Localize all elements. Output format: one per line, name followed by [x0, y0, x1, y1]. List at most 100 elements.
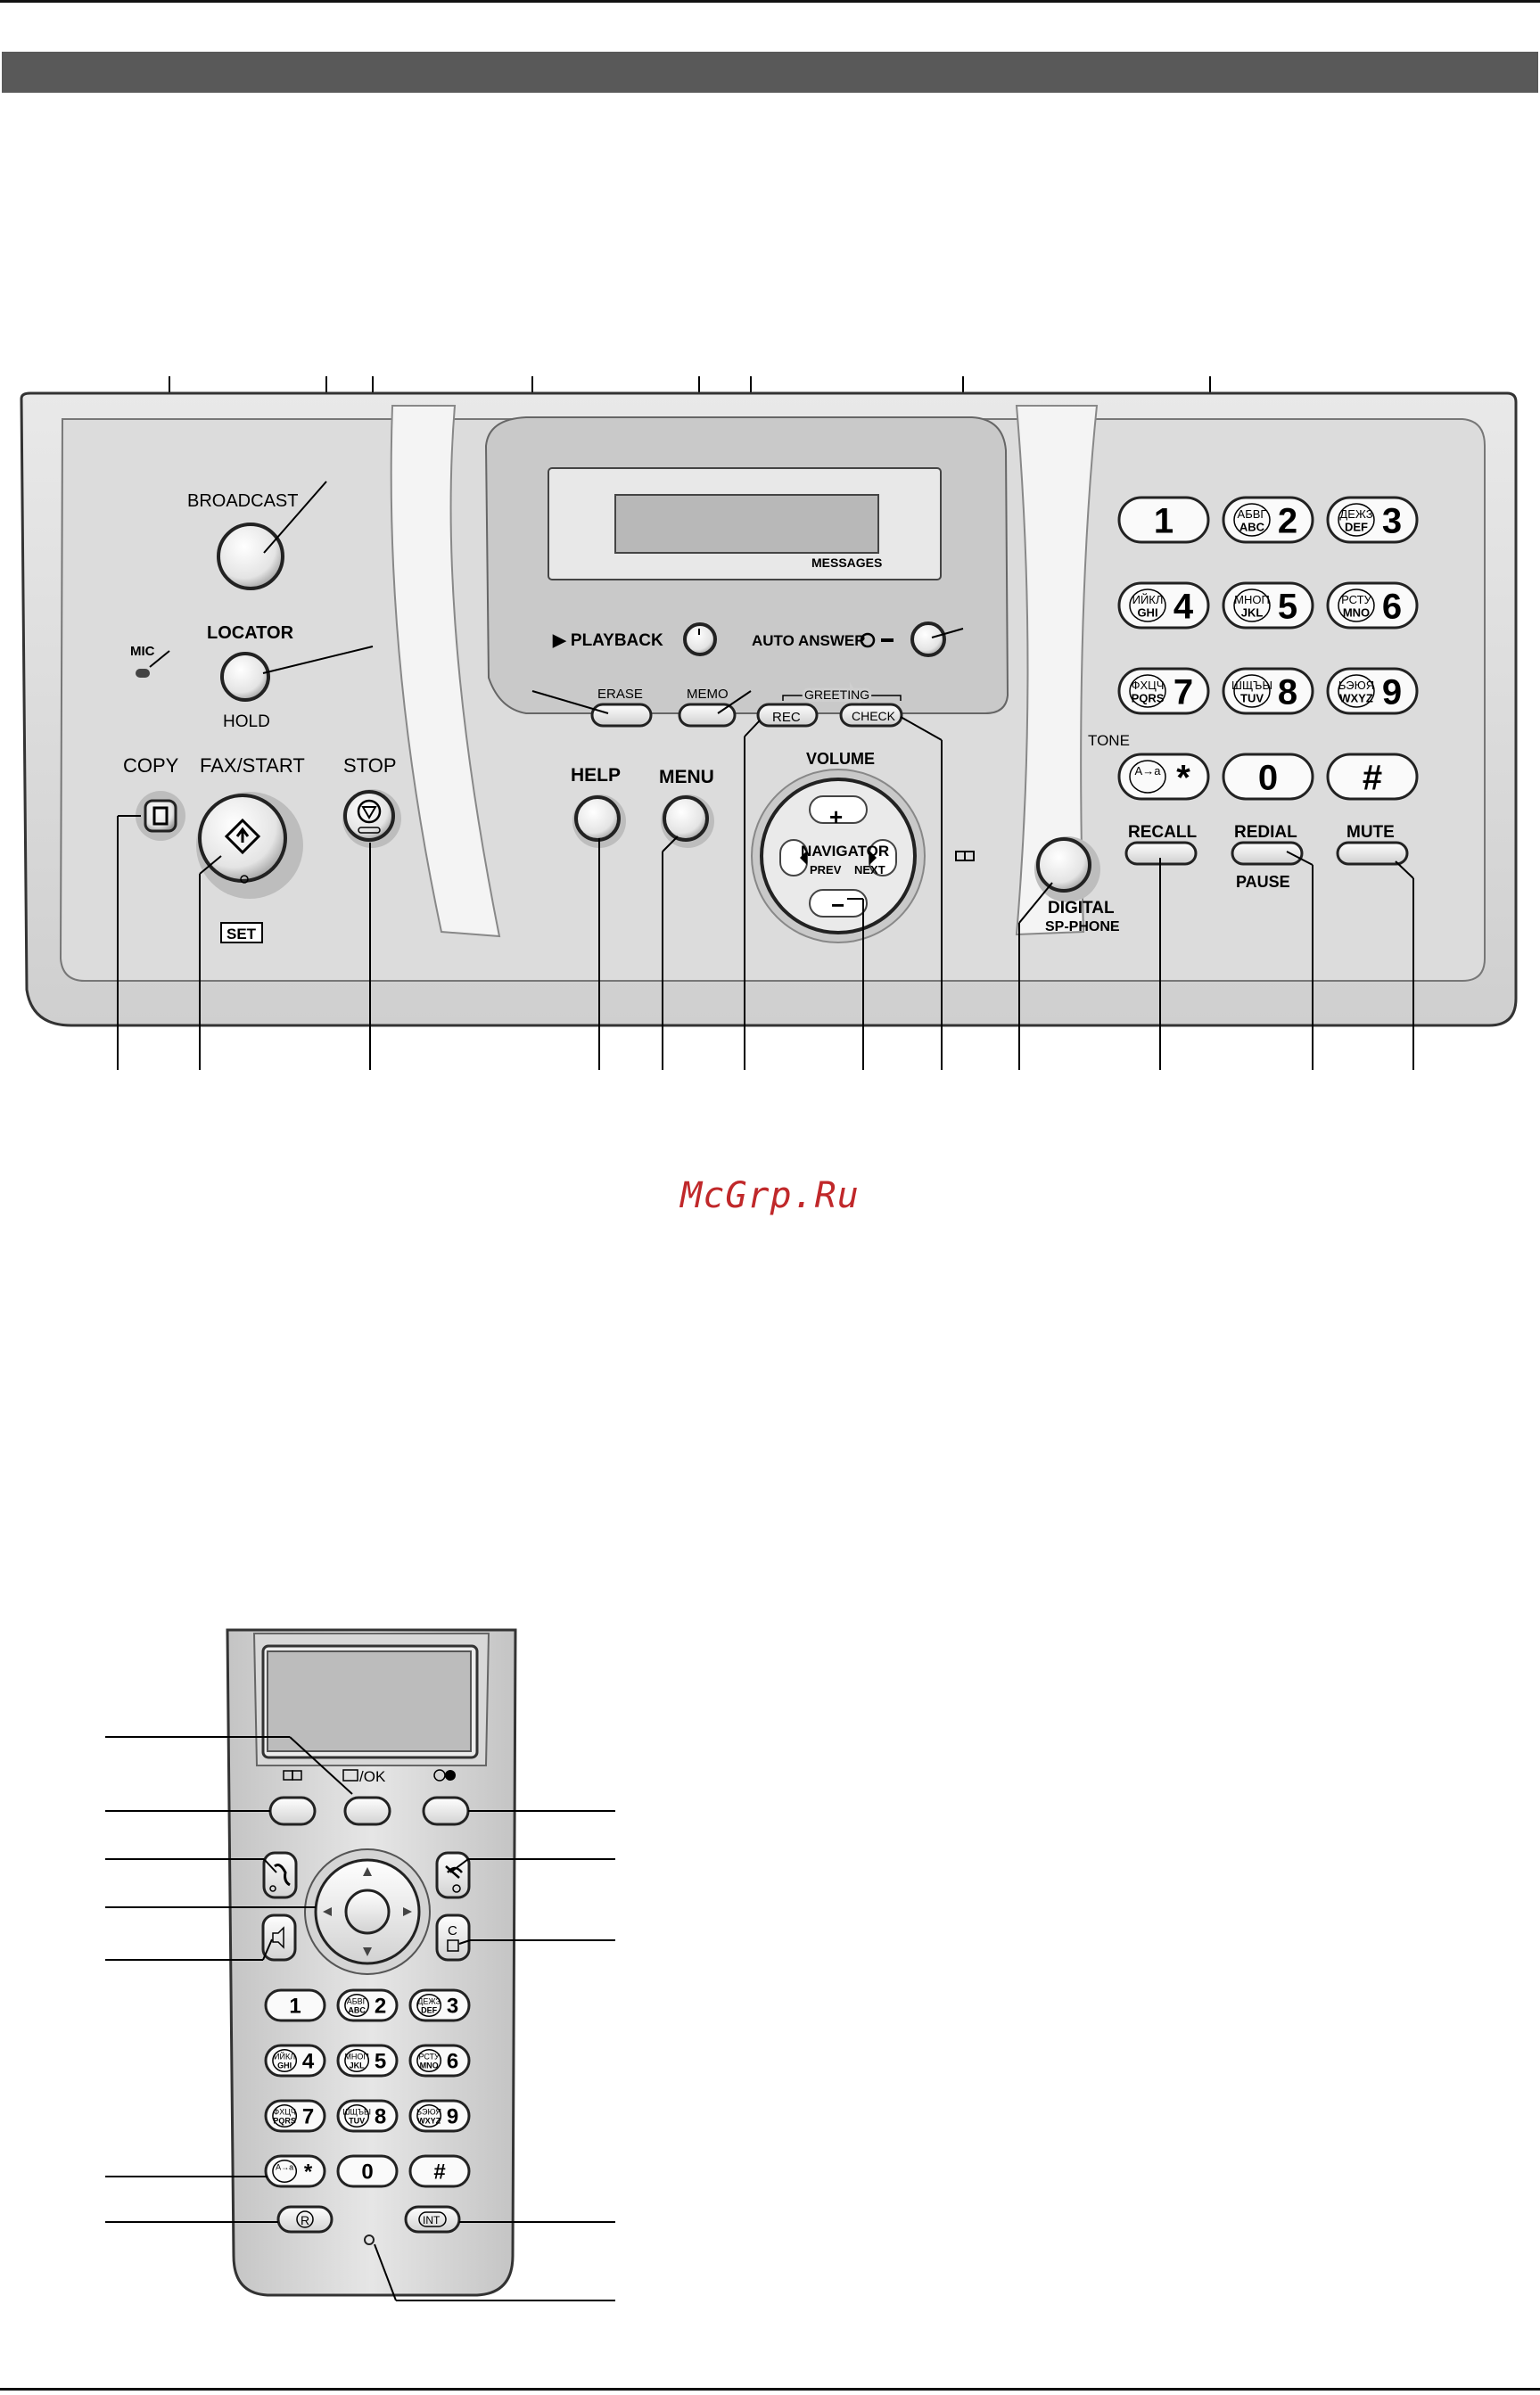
handset-center-button[interactable]	[344, 1889, 391, 1935]
keypad-key-hash[interactable]: #	[408, 2154, 471, 2188]
prev-label: PREV	[810, 863, 842, 877]
phonebook-icon	[955, 851, 975, 861]
recall-label: RECALL	[1128, 823, 1197, 842]
key-letters-top: ЬЭЮЯ	[1338, 679, 1374, 692]
sp-phone-label: SP-PHONE	[1045, 919, 1120, 934]
top-rule	[0, 0, 1540, 3]
r-key[interactable]	[276, 2205, 334, 2234]
clear-key[interactable]	[435, 1914, 471, 1962]
mute-icon	[447, 1939, 459, 1952]
hold-label: HOLD	[223, 712, 270, 731]
key-letters-top: ШЩЪЫ	[1231, 679, 1272, 692]
greeting-check-button[interactable]	[839, 703, 903, 728]
broadcast-button[interactable]	[217, 523, 284, 590]
key-digit: 0	[1258, 758, 1278, 797]
keypad-key-star[interactable]: A→a*	[1117, 753, 1210, 801]
int-key[interactable]	[404, 2205, 461, 2234]
volume-label: VOLUME	[806, 750, 875, 768]
key-digit: 8	[1278, 672, 1297, 712]
key-digit: 1	[289, 1995, 301, 2019]
mic-label: MIC	[130, 644, 155, 659]
redial-soft-key[interactable]	[422, 1796, 470, 1826]
key-digit: 2	[1278, 501, 1297, 540]
rec-label: REC	[772, 710, 801, 725]
key-letters-bottom: JKL	[1241, 605, 1264, 619]
erase-button[interactable]	[590, 703, 653, 728]
key-letters-bottom: DEF	[421, 2006, 438, 2015]
erase-label: ERASE	[597, 687, 643, 702]
copy-label: COPY	[123, 754, 179, 777]
base-unit-illustration: MESSAGES BROADCAST MIC LOCATOR HOLD COPY…	[20, 376, 1518, 1070]
help-button[interactable]	[574, 795, 621, 842]
playback-button[interactable]	[683, 622, 717, 656]
key-letters-top: МНОП	[1234, 593, 1270, 606]
locator-button[interactable]	[220, 652, 270, 702]
keypad-key-1[interactable]: 1	[1117, 496, 1210, 544]
mute-button[interactable]	[1336, 841, 1409, 866]
right-arrow-icon	[403, 1907, 412, 1916]
greeting-rec-button[interactable]	[756, 703, 819, 728]
stop-button[interactable]	[343, 790, 395, 842]
keypad-key-0[interactable]: 0	[336, 2154, 399, 2188]
key-letters-top: ИЙКЛ	[1132, 593, 1164, 606]
redial-pause-button[interactable]	[1231, 841, 1304, 866]
key-letters-top: МНОП	[344, 2053, 368, 2062]
keypad-key-star[interactable]: A→a*	[264, 2154, 326, 2188]
phonebook-soft-key[interactable]	[268, 1796, 317, 1826]
stop-icon	[357, 799, 382, 824]
talk-icon	[274, 1864, 291, 1887]
speakerphone-key[interactable]	[261, 1914, 297, 1962]
key-digit: 4	[1174, 587, 1194, 626]
copy-button[interactable]	[144, 799, 177, 833]
digital-label: DIGITAL	[1048, 899, 1115, 918]
keypad-key-1[interactable]: 1	[264, 1988, 326, 2022]
key-letters-top: ИЙКЛ	[274, 2052, 295, 2062]
right-arrow-icon	[869, 851, 877, 865]
bottom-callout-lines	[117, 481, 1414, 1070]
menu-button[interactable]	[663, 795, 709, 842]
key-digit: 0	[361, 2160, 373, 2185]
auto-answer-button[interactable]	[910, 621, 946, 657]
key-digit: 3	[447, 1995, 458, 2019]
navigator-key[interactable]	[760, 778, 917, 934]
key-digit: 5	[375, 2050, 386, 2074]
menu-ok-soft-key[interactable]	[343, 1796, 391, 1826]
key-digit: 9	[1382, 672, 1402, 712]
pause-label: PAUSE	[1236, 873, 1290, 891]
down-arrow-icon	[363, 1947, 372, 1956]
bottom-rule	[0, 2388, 1540, 2391]
tone-label: TONE	[1088, 732, 1130, 749]
locator-label: LOCATOR	[207, 623, 294, 643]
keypad-key-hash[interactable]: #	[1326, 753, 1419, 801]
memo-button[interactable]	[678, 703, 737, 728]
stop-label: STOP	[343, 754, 397, 777]
key-digit: #	[1363, 758, 1382, 797]
talk-key[interactable]	[262, 1851, 298, 1899]
key-letters-top: РСТУ	[418, 2053, 440, 2062]
set-label: SET	[226, 926, 257, 942]
key-letters-bottom: TUV	[1240, 691, 1264, 704]
key-letters-top: ФХЦЧ	[273, 2108, 296, 2117]
copy-icon	[152, 806, 169, 826]
digital-sp-phone-button[interactable]	[1036, 837, 1091, 893]
broadcast-label: BROADCAST	[187, 491, 298, 511]
keypad-key-0[interactable]: 0	[1222, 753, 1314, 801]
